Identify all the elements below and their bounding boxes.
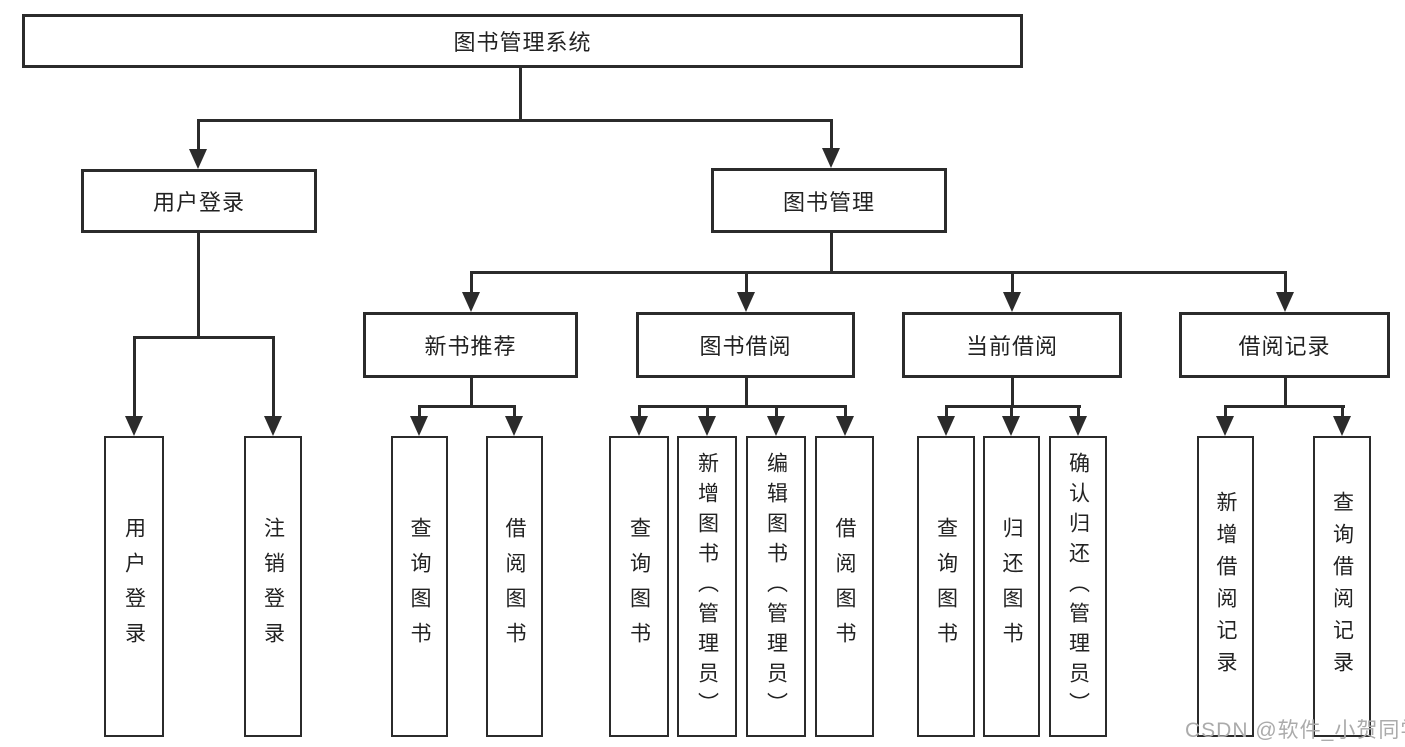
connector-cb-return-drop [1009,404,1013,418]
arrow-down-icon [1069,416,1087,436]
connector-newbook-drop [469,270,473,295]
node-new-book-recommend: 新书推荐 [363,312,578,378]
node-borrow-records-label: 借阅记录 [1238,334,1331,359]
arrow-down-icon [125,416,143,436]
leaf-newrec-query-books: 查询图书 [391,436,448,737]
connector-login-drop [132,335,136,418]
connector-logout-drop [271,335,275,418]
connector-cb-confirm-drop [1076,404,1080,418]
arrow-down-icon [505,416,523,436]
connector-bb-add-drop [705,404,709,418]
node-book-borrow: 图书借阅 [636,312,855,378]
connector-bb-borrow-drop [843,404,847,418]
connector-rec-query-drop [1340,404,1344,418]
node-user-login-label: 用户登录 [152,190,245,215]
leaf-add-borrow-record: 新增借阅记录 [1197,436,1254,737]
connector-user-login-hline [132,335,275,339]
connector-book-mgmt-drop [829,118,833,151]
node-current-borrow-label: 当前借阅 [965,334,1058,359]
connector-user-login-stub [196,232,200,339]
arrow-down-icon [462,292,480,312]
arrow-down-icon [767,416,785,436]
connector-currentborrow-hline [944,404,1081,408]
connector-cb-query-drop [944,404,948,418]
node-book-mgmt-label: 图书管理 [782,189,875,215]
leaf-current-query-books: 查询图书 [917,436,975,737]
node-user-login: 用户登录 [81,169,317,233]
leaf-borrow-query-books: 查询图书 [609,436,669,737]
node-new-book-recommend-label: 新书推荐 [424,334,517,359]
leaf-logout-login-label: 注销登录 [261,516,285,657]
leaf-newrec-borrow-books-label: 借阅图书 [503,516,526,657]
node-book-borrow-label: 图书借阅 [699,334,792,359]
connector-bb-edit-drop [774,404,778,418]
connector-root-stub [518,68,522,121]
node-root-label: 图书管理系统 [453,30,592,55]
node-root: 图书管理系统 [22,14,1023,68]
connector-bb-query-drop [637,404,641,418]
connector-book-mgmt-stub [829,233,833,274]
leaf-add-books-admin: 新增图书（管理员） [677,436,737,737]
leaf-add-borrow-record-label: 新增借阅记录 [1214,490,1237,683]
connector-newbook-stub [469,378,473,408]
leaf-edit-books-admin: 编辑图书（管理员） [746,436,806,737]
arrow-down-icon [410,416,428,436]
leaf-borrow-books-label: 借阅图书 [833,516,856,657]
leaf-confirm-return-admin-label: 确认归还（管理员） [1066,451,1090,722]
leaf-current-query-books-label: 查询图书 [934,516,958,657]
leaf-newrec-borrow-books: 借阅图书 [486,436,543,737]
arrow-down-icon [836,416,854,436]
leaf-add-books-admin-label: 新增图书（管理员） [695,451,719,722]
arrow-down-icon [189,149,207,169]
connector-nbr-borrow-drop [512,404,516,418]
leaf-query-borrow-record: 查询借阅记录 [1313,436,1371,737]
arrow-down-icon [1333,416,1351,436]
arrow-down-icon [1276,292,1294,312]
connector-records-stub [1283,378,1287,408]
connector-records-hline [1223,404,1345,408]
leaf-newrec-query-books-label: 查询图书 [408,516,431,657]
leaf-user-login-label: 用户登录 [122,516,146,657]
leaf-borrow-query-books-label: 查询图书 [627,516,651,657]
leaf-borrow-books: 借阅图书 [815,436,874,737]
arrow-down-icon [630,416,648,436]
arrow-down-icon [1002,416,1020,436]
arrow-down-icon [737,292,755,312]
connector-currentborrow-stub [1010,378,1014,408]
leaf-return-books-label: 归还图书 [1000,516,1023,657]
node-borrow-records: 借阅记录 [1179,312,1390,378]
connector-bookborrow-hline [637,404,847,408]
connector-newbook-hline [417,404,516,408]
connector-root-hline [196,118,833,122]
arrow-down-icon [698,416,716,436]
arrow-down-icon [1216,416,1234,436]
connector-bookborrow-stub [744,378,748,408]
node-book-mgmt: 图书管理 [711,168,947,233]
connector-records-drop [1283,270,1287,295]
leaf-edit-books-admin-label: 编辑图书（管理员） [764,451,788,722]
connector-bookborrow-drop [744,270,748,295]
connector-rec-add-drop [1223,404,1227,418]
arrow-down-icon [264,416,282,436]
leaf-user-login: 用户登录 [104,436,164,737]
leaf-query-borrow-record-label: 查询借阅记录 [1330,490,1354,683]
leaf-logout-login: 注销登录 [244,436,302,737]
arrow-down-icon [822,148,840,168]
leaf-confirm-return-admin: 确认归还（管理员） [1049,436,1107,737]
leaf-return-books: 归还图书 [983,436,1040,737]
arrow-down-icon [1003,292,1021,312]
connector-modules-hline [469,270,1287,274]
connector-nbr-query-drop [417,404,421,418]
node-current-borrow: 当前借阅 [902,312,1122,378]
csdn-watermark: CSDN @软件_小贺同学 [1185,719,1405,742]
arrow-down-icon [937,416,955,436]
connector-user-login-drop [196,118,200,151]
connector-currentborrow-drop [1010,270,1014,295]
